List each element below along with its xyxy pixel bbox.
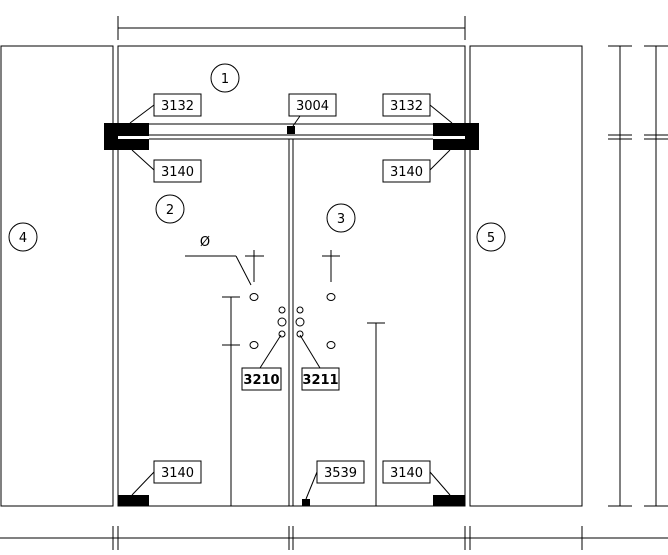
svg-text:5: 5 bbox=[487, 231, 495, 246]
top-dimension-line bbox=[117, 16, 466, 40]
callout-3140-upper-left: 3140 bbox=[131, 149, 202, 183]
svg-text:3211: 3211 bbox=[302, 373, 338, 388]
right-dimension-lines bbox=[608, 45, 668, 507]
panel-marker-2: 2 bbox=[155, 194, 185, 224]
bottom-patch-fitting-left bbox=[118, 495, 149, 506]
callout-3140-lower-left: 3140 bbox=[131, 460, 202, 496]
callout-3132-left: 3132 bbox=[129, 93, 202, 124]
door-leaf-right bbox=[292, 138, 466, 507]
svg-text:2: 2 bbox=[166, 203, 174, 218]
callout-3539: 3539 bbox=[305, 460, 365, 500]
panel-marker-1: 1 bbox=[210, 63, 240, 93]
hole-dimension-guides bbox=[222, 250, 385, 506]
diameter-leader: Ø bbox=[185, 235, 252, 286]
callout-3210: 3210 bbox=[241, 334, 282, 391]
svg-text:3: 3 bbox=[337, 212, 345, 227]
svg-text:3132: 3132 bbox=[390, 99, 423, 114]
svg-text:3140: 3140 bbox=[390, 466, 423, 481]
side-panel-right bbox=[469, 45, 583, 507]
door-leaf-left bbox=[117, 138, 290, 507]
callout-3211: 3211 bbox=[299, 334, 340, 391]
svg-text:4: 4 bbox=[19, 231, 27, 246]
svg-text:3004: 3004 bbox=[296, 99, 329, 114]
hole-pattern bbox=[249, 293, 336, 349]
floor-lock bbox=[302, 499, 310, 506]
svg-text:3140: 3140 bbox=[390, 165, 423, 180]
panel-marker-3: 3 bbox=[326, 203, 356, 233]
panel-marker-4: 4 bbox=[8, 222, 38, 252]
callout-3004: 3004 bbox=[288, 93, 337, 127]
svg-text:3539: 3539 bbox=[324, 466, 357, 481]
center-stop bbox=[287, 126, 295, 134]
svg-text:3140: 3140 bbox=[161, 165, 194, 180]
panel-marker-5: 5 bbox=[476, 222, 506, 252]
svg-text:3132: 3132 bbox=[161, 99, 194, 114]
svg-text:3140: 3140 bbox=[161, 466, 194, 481]
svg-text:1: 1 bbox=[221, 72, 229, 87]
svg-text:Ø: Ø bbox=[200, 235, 210, 250]
bottom-dimension-line bbox=[0, 526, 668, 550]
side-panel-left bbox=[0, 45, 114, 507]
bottom-patch-fitting-right bbox=[433, 495, 465, 506]
callout-3140-upper-right: 3140 bbox=[382, 149, 451, 183]
svg-text:3210: 3210 bbox=[243, 373, 279, 388]
callout-3140-lower-right: 3140 bbox=[382, 460, 451, 496]
callout-3132-right: 3132 bbox=[382, 93, 453, 124]
